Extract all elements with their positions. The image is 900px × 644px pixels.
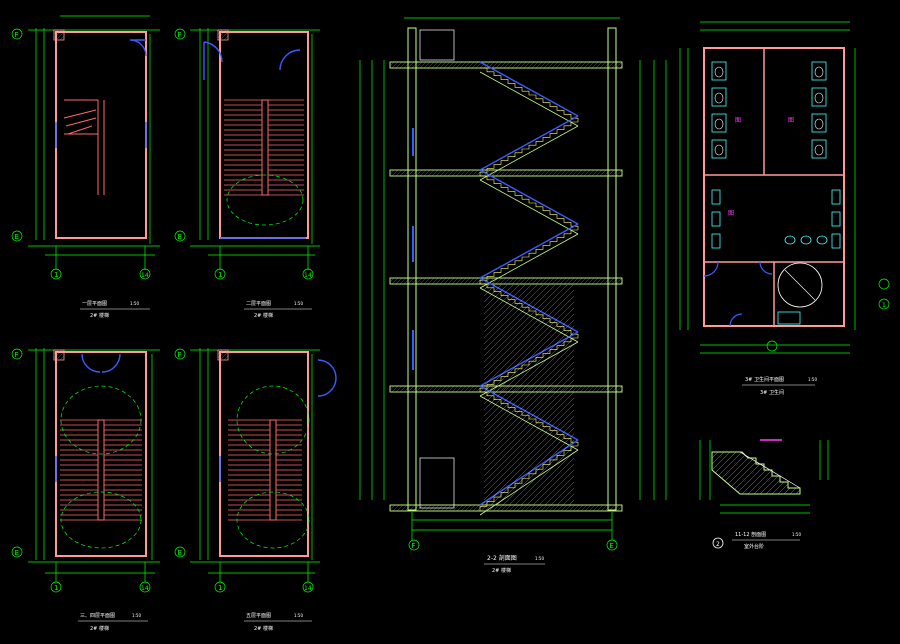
grid-label: 14 (304, 272, 312, 279)
toilet-stall (811, 61, 827, 81)
plan-third-fourth-floor: F E 1 14 三、四层平面图 1:50 2# 楼梯 (11, 348, 160, 632)
stair-steps (480, 67, 579, 122)
toilet-fixture (714, 118, 724, 130)
detail-outdoor-steps: 2 11-12 剖面图 1:50 室外台阶 (699, 439, 829, 550)
floor-slab (389, 61, 623, 69)
toilet-stall (711, 139, 727, 159)
plan-scale: 1:50 (294, 301, 303, 306)
grid-label: 1 (882, 302, 886, 309)
toilet-fixture (714, 66, 724, 78)
floor-slab (389, 169, 623, 177)
wash-basin (800, 235, 812, 245)
urinal (831, 233, 841, 249)
wash-basin (784, 235, 796, 245)
detail-number: 2 (716, 541, 720, 548)
stair-rail (479, 169, 579, 225)
stair-rail (479, 223, 579, 279)
grid-label: F (178, 31, 182, 39)
toilet-stall (811, 87, 827, 107)
plan-subtitle: 2# 楼梯 (90, 625, 109, 632)
svg-text:图: 图 (735, 117, 741, 124)
stair-soffit (479, 233, 579, 289)
section-2-2: F E 2-2 剖面图 1:50 2# 楼梯 (359, 17, 667, 574)
grid-label: E (15, 233, 19, 241)
detail-title: 11-12 剖面图 (735, 531, 766, 538)
restroom-subtitle: 3# 卫生间 (760, 389, 784, 396)
plan-subtitle: 2# 楼梯 (90, 312, 109, 319)
plan-scale: 1:50 (130, 301, 139, 306)
plan-second-floor: F E 1 14 二层平面图 1:50 2# 楼梯 (174, 28, 320, 319)
grid-label: F (15, 351, 19, 359)
floor-slab (389, 277, 623, 285)
toilet-fixture (814, 144, 824, 156)
grid-label: E (178, 233, 182, 241)
restroom-plan: 图 图 图 1 3# 卫生间平面图 1:50 3# 卫生间 (679, 21, 890, 396)
toilet-stall (811, 139, 827, 159)
toilet-fixture (814, 92, 824, 104)
stair-steps (479, 229, 578, 284)
toilet-fixture (814, 66, 824, 78)
section-title: 2-2 剖面图 (487, 554, 517, 562)
stair-rail (479, 115, 579, 171)
plan-first-floor: F E 1 14 一层平面图 1:50 2# 楼梯 (11, 15, 160, 319)
grid-label: F (412, 542, 416, 550)
stair-soffit (479, 71, 579, 127)
toilet-stall (711, 87, 727, 107)
toilet-stall (811, 113, 827, 133)
section-scale: 1:50 (535, 556, 544, 561)
toilet-fixture (714, 92, 724, 104)
svg-text:图: 图 (788, 117, 794, 124)
restroom-scale: 1:50 (808, 377, 817, 382)
plan-scale: 1:50 (132, 613, 141, 618)
detail-subtitle: 室外台阶 (744, 543, 764, 550)
svg-text:图: 图 (728, 210, 734, 217)
grid-label: 1 (218, 584, 222, 592)
plan-title: 二层平面图 (246, 301, 271, 307)
plan-subtitle: 2# 楼梯 (254, 312, 273, 319)
grid-label: E (15, 549, 19, 557)
urinal (711, 233, 721, 249)
grid-label: E (178, 549, 182, 557)
grid-label: F (15, 31, 19, 39)
restroom-title: 3# 卫生间平面图 (745, 376, 784, 383)
grid-label: 14 (141, 585, 149, 592)
urinal (831, 211, 841, 227)
urinal (831, 189, 841, 205)
section-subtitle: 2# 楼梯 (492, 567, 511, 574)
urinal (711, 211, 721, 227)
grid-label: 14 (141, 272, 149, 279)
grid-label: 1 (218, 271, 222, 279)
grid-label: 1 (54, 271, 58, 279)
wash-basin (816, 235, 828, 245)
plan-title: 一层平面图 (82, 301, 107, 307)
grid-label: 14 (304, 585, 312, 592)
plan-subtitle: 2# 楼梯 (254, 625, 273, 632)
toilet-fixture (714, 144, 724, 156)
grid-label: 1 (54, 584, 58, 592)
grid-label: E (610, 542, 614, 550)
stair-soffit (479, 179, 579, 235)
plan-fifth-floor: F E 1 14 五层平面图 1:50 2# 楼梯 (174, 348, 337, 632)
plan-title: 三、四层平面图 (80, 613, 115, 619)
urinal (711, 189, 721, 205)
toilet-fixture (814, 118, 824, 130)
detail-scale: 1:50 (792, 532, 801, 537)
stair-rail (479, 61, 579, 117)
plan-scale: 1:50 (294, 613, 303, 618)
grid-label: F (178, 351, 182, 359)
stair-steps (480, 175, 579, 230)
stair-soffit (479, 125, 579, 181)
stair-steps (479, 121, 578, 176)
plan-title: 五层平面图 (246, 613, 271, 619)
toilet-stall (711, 61, 727, 81)
toilet-stall (711, 113, 727, 133)
